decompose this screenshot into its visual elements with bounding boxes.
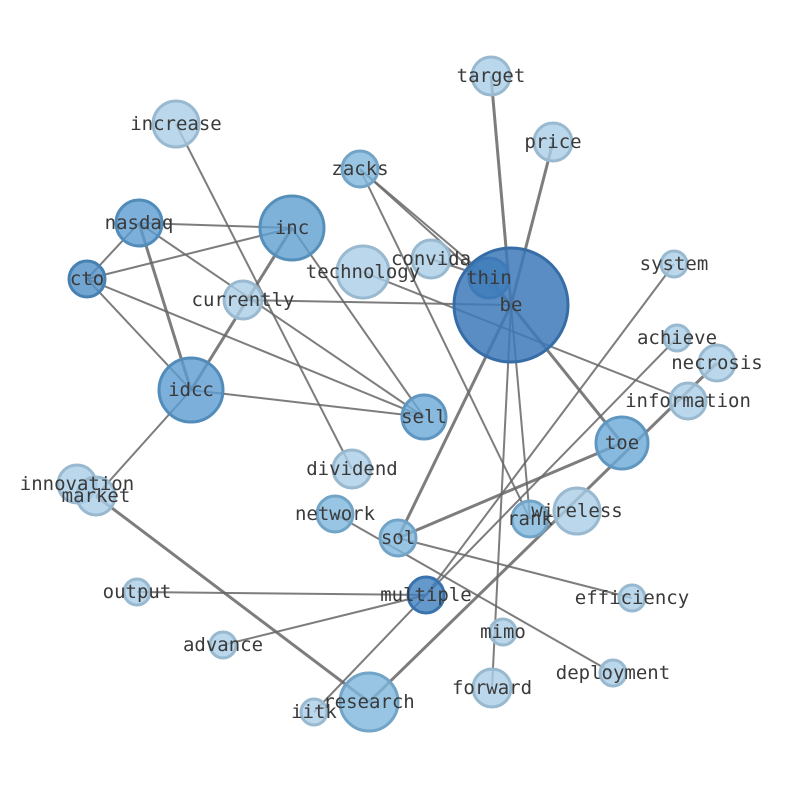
edge-multiple-advance <box>222 594 427 646</box>
label-convida: convida <box>391 248 471 270</box>
label-price: price <box>524 131 581 153</box>
node-zacks[interactable] <box>340 149 380 189</box>
node-target[interactable] <box>470 55 512 97</box>
label-achieve: achieve <box>637 327 717 349</box>
label-network: network <box>295 503 376 525</box>
label-multiple: multiple <box>380 584 472 606</box>
node-convida[interactable] <box>410 238 452 280</box>
edge-nasdaq-sell <box>138 222 425 418</box>
node-network[interactable] <box>315 494 355 534</box>
node-necrosis[interactable] <box>697 343 737 383</box>
node-nasdaq[interactable] <box>114 198 164 248</box>
label-zacks: zacks <box>331 158 388 180</box>
node-dividend[interactable] <box>331 448 373 490</box>
node-forward[interactable] <box>471 667 513 709</box>
label-dividend: dividend <box>306 458 398 480</box>
edge-toe-sol <box>397 441 623 540</box>
label-technology: technology <box>306 261 420 283</box>
label-efficiency: efficiency <box>575 587 689 609</box>
edge-cto-sell <box>86 278 425 418</box>
label-necrosis: necrosis <box>671 352 763 374</box>
node-price[interactable] <box>532 121 574 163</box>
label-market: market <box>62 485 131 507</box>
node-sol[interactable] <box>378 518 418 558</box>
label-toe: toe <box>605 432 639 454</box>
node-system[interactable] <box>659 249 689 279</box>
node-layer <box>56 55 737 733</box>
node-inc[interactable] <box>258 194 326 262</box>
node-mimo[interactable] <box>488 617 518 647</box>
label-wireless: wireless <box>531 500 623 522</box>
label-system: system <box>640 253 709 275</box>
node-achieve[interactable] <box>662 323 692 353</box>
node-efficiency[interactable] <box>617 583 647 613</box>
node-iitk[interactable] <box>299 697 329 727</box>
label-deployment: deployment <box>556 662 670 684</box>
edge-layer <box>86 75 719 713</box>
node-market[interactable] <box>75 475 117 517</box>
label-advance: advance <box>183 634 263 656</box>
node-deployment[interactable] <box>598 658 628 688</box>
node-increase[interactable] <box>151 99 201 149</box>
label-research: research <box>323 691 415 713</box>
label-idcc: idcc <box>168 379 214 401</box>
edge-inc-sell <box>291 227 425 418</box>
edge-market-research <box>95 494 370 704</box>
label-inc: inc <box>275 217 309 239</box>
edge-idcc-sell <box>190 389 425 418</box>
label-sol: sol <box>381 527 415 549</box>
node-advance[interactable] <box>208 630 238 660</box>
edge-multiple-iitk <box>313 594 427 713</box>
node-rank[interactable] <box>510 499 550 539</box>
edge-thin-zacks <box>359 168 490 279</box>
label-rank: rank <box>507 508 553 530</box>
edge-multiple-system <box>425 263 675 596</box>
edge-inc-cto <box>86 227 293 280</box>
node-be[interactable] <box>452 246 570 364</box>
node-toe[interactable] <box>594 415 650 471</box>
edge-zacks-rank <box>359 168 531 520</box>
edge-multiple-achieve <box>425 337 678 596</box>
label-cto: cto <box>70 268 104 290</box>
label-be: be <box>500 294 523 316</box>
node-multiple[interactable] <box>406 575 446 615</box>
label-output: output <box>103 581 172 603</box>
edge-multiple-output <box>136 591 427 596</box>
label-information: information <box>625 390 751 412</box>
edge-sol-efficiency <box>397 537 633 599</box>
node-information[interactable] <box>668 381 708 421</box>
node-idcc[interactable] <box>157 356 225 424</box>
label-layer: be thin inc idcc toe sell nasdaq cto multiple res… <box>20 65 763 723</box>
label-sell: sell <box>401 406 447 428</box>
label-innovation: innovation <box>20 473 134 495</box>
node-wireless[interactable] <box>552 486 602 536</box>
node-currently[interactable] <box>222 279 264 321</box>
label-increase: increase <box>130 113 222 135</box>
label-nasdaq: nasdaq <box>105 212 174 234</box>
label-iitk: iitk <box>291 701 337 723</box>
node-output[interactable] <box>122 577 152 607</box>
label-forward: forward <box>452 677 532 699</box>
node-sell[interactable] <box>400 393 448 441</box>
label-target: target <box>457 65 526 87</box>
edge-increase-dividend <box>175 123 353 470</box>
node-technology[interactable] <box>335 244 391 300</box>
label-thin: thin <box>466 267 512 289</box>
node-research[interactable] <box>338 671 400 733</box>
label-currently: currently <box>192 289 295 311</box>
node-cto[interactable] <box>67 259 107 299</box>
label-mimo: mimo <box>480 621 526 643</box>
